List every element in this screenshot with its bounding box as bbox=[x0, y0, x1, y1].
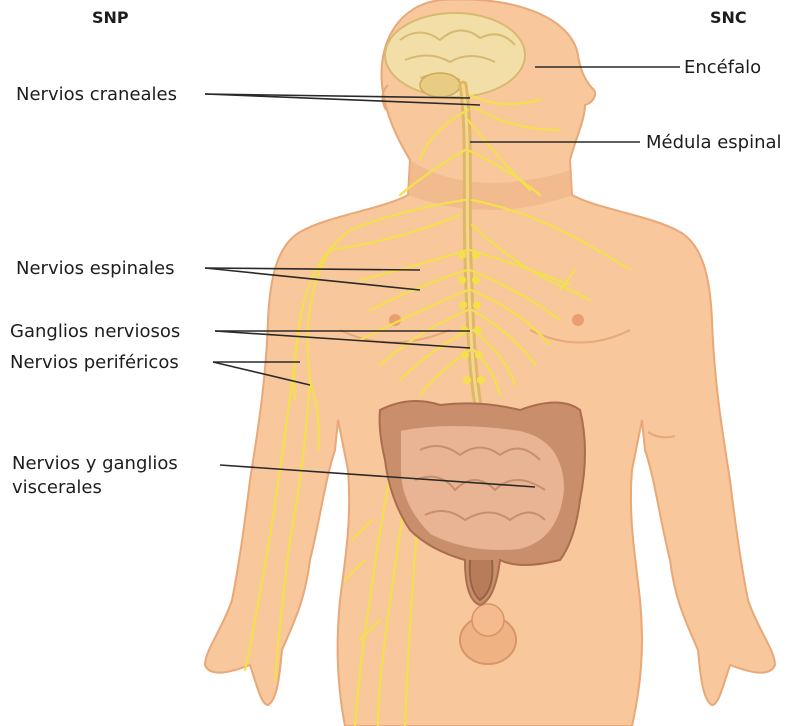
header-snc: SNC bbox=[710, 8, 747, 27]
glans bbox=[472, 604, 504, 636]
human-body bbox=[205, 0, 775, 726]
label-nervios-espinales: Nervios espinales bbox=[16, 258, 174, 280]
cerebellum bbox=[420, 73, 460, 97]
header-snp: SNP bbox=[92, 8, 129, 27]
nipple-right bbox=[572, 314, 584, 326]
brain-group bbox=[385, 13, 525, 97]
label-ganglios-nerviosos: Ganglios nerviosos bbox=[10, 321, 180, 343]
label-medula-espinal: Médula espinal bbox=[646, 132, 782, 154]
label-nervios-perifericos: Nervios periféricos bbox=[10, 352, 179, 374]
label-nervios-ganglios-viscerales-2: viscerales bbox=[12, 477, 102, 499]
label-nervios-craneales: Nervios craneales bbox=[16, 84, 177, 106]
label-nervios-ganglios-viscerales-1: Nervios y ganglios bbox=[12, 453, 178, 475]
label-encefalo: Encéfalo bbox=[684, 57, 761, 79]
